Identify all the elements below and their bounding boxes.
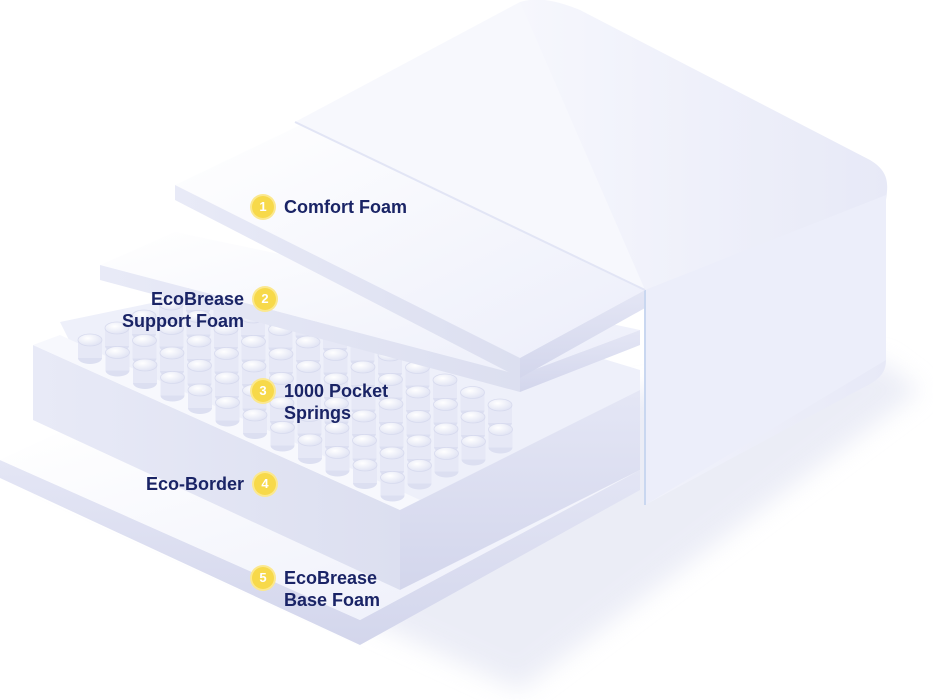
spring-coil	[186, 334, 212, 365]
spring-coil	[132, 358, 158, 389]
number-badge: 4	[254, 473, 276, 495]
layer-label-line2: Base Foam	[284, 590, 381, 610]
spring-coil	[160, 371, 185, 402]
spring-coil	[297, 433, 323, 464]
spring-coil	[379, 422, 404, 453]
spring-coil	[352, 458, 378, 489]
layer-label-comfort-foam: 1 Comfort Foam	[252, 196, 407, 218]
spring-coil	[242, 408, 268, 439]
spring-coil	[104, 321, 130, 352]
layer-label-line2: Support Foam	[122, 311, 244, 331]
spring-coil	[270, 421, 295, 452]
spring-coil	[433, 422, 459, 453]
spring-coil	[268, 347, 294, 378]
layer-label-line1: 1000 Pocket	[284, 381, 389, 401]
spring-coil	[187, 383, 213, 414]
layer-label-line1: Eco-Border	[145, 474, 244, 494]
spring-coil	[324, 397, 349, 428]
layer-label-line2: Springs	[284, 403, 352, 423]
spring-coil	[213, 322, 239, 353]
spring-coil	[214, 347, 239, 378]
spring-coil	[131, 309, 157, 340]
spring-coil	[325, 446, 350, 477]
comfort-foam-layer	[175, 125, 645, 378]
spring-coil	[77, 333, 103, 364]
spring-coil	[434, 447, 459, 478]
number-badge: 5	[252, 567, 274, 589]
spring-coil	[488, 423, 513, 454]
number-badge: 3	[252, 380, 274, 402]
layer-label-line1: EcoBrease	[150, 289, 244, 309]
number-badge: 1	[252, 196, 274, 218]
number-badge: 2	[254, 288, 276, 310]
spring-coil	[215, 396, 240, 427]
layer-label-line1: EcoBrease	[284, 568, 378, 588]
spring-coil	[380, 471, 405, 502]
mattress-cover	[294, 0, 888, 505]
spring-coil	[159, 322, 184, 353]
spring-coil	[461, 435, 486, 466]
spring-coil	[268, 323, 293, 354]
spring-coil	[407, 459, 432, 490]
layer-label-line1: Comfort Foam	[284, 197, 407, 217]
spring-coil	[105, 346, 130, 377]
layer-label-eco-border: Eco-Border 4	[110, 473, 276, 495]
